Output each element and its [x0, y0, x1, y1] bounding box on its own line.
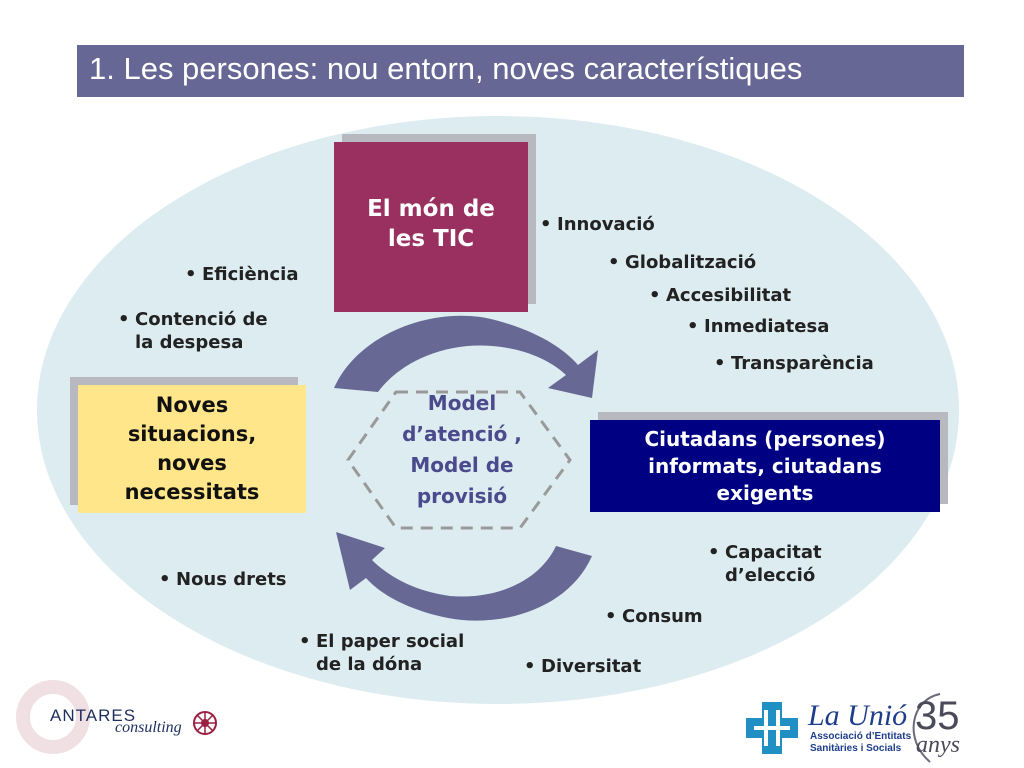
- anniversary-number: 35: [915, 694, 960, 738]
- bullet-inmediatesa: •Inmediatesa: [687, 316, 830, 337]
- antares-flower-icon: [16, 680, 90, 754]
- bullet-diversitat: •Diversitat: [524, 656, 642, 677]
- antares-emblem-icon: [193, 711, 217, 735]
- bullet-eficiencia: •Eficiència: [185, 264, 299, 285]
- la-unio-logo-text: La Unió: [808, 699, 908, 732]
- anniversary-label: anys: [916, 732, 960, 758]
- bullet-nous-drets: •Nous drets: [159, 569, 287, 590]
- bullet-consum: •Consum: [605, 606, 703, 627]
- antares-logo-text: ANTARES: [50, 706, 137, 725]
- context-ellipse: [35, 114, 961, 706]
- noves-box-label: Noves situacions, noves necessitats: [124, 393, 260, 504]
- cycle-arrow-bottom: [336, 532, 592, 621]
- model-label: Model d’atenció , Model de provisió: [402, 391, 522, 508]
- bullet-transparencia: •Transparència: [714, 353, 874, 374]
- title-bar: 1. Les persones: nou entorn, noves carac…: [77, 45, 964, 97]
- bullet-innovacio: •Innovació: [540, 214, 655, 235]
- slide-title: 1. Les persones: nou entorn, noves carac…: [89, 51, 803, 86]
- bullet-accesibilitat: •Accesibilitat: [649, 285, 792, 306]
- ciutadans-box-label: Ciutadans (persones) informats, ciutadan…: [644, 426, 886, 505]
- bullet-globalitzacio: •Globalització: [608, 252, 757, 273]
- antares-consulting-text: consulting: [115, 719, 182, 736]
- model-hexagon: [346, 390, 572, 530]
- cycle-arrow-top: [334, 315, 598, 398]
- tic-box-label: El món de les TIC: [367, 196, 495, 252]
- ciutadans-box: Ciutadans (persones) informats, ciutadan…: [590, 420, 940, 512]
- tic-box: El món de les TIC: [334, 142, 528, 312]
- anniversary-arc-icon: [912, 693, 941, 763]
- la-unio-cross-icon: [746, 702, 798, 754]
- noves-box: Noves situacions, noves necessitats: [78, 385, 306, 513]
